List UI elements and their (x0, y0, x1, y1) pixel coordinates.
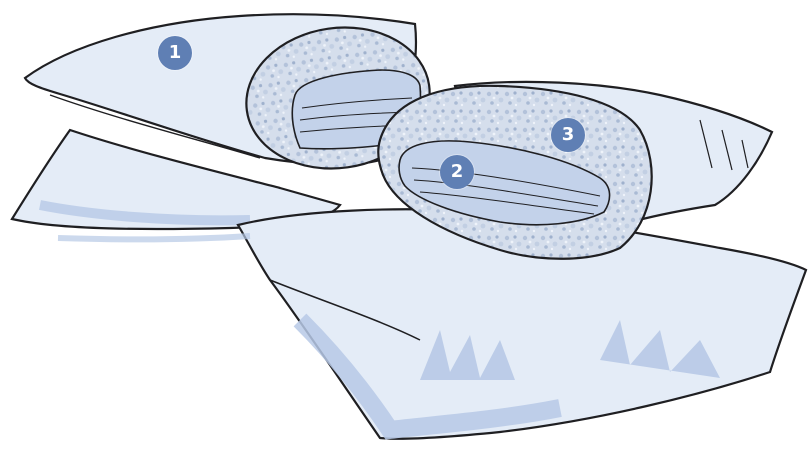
callout-1-badge: 1 (158, 36, 192, 70)
shadow-stroke (58, 236, 250, 239)
callout-3-badge: 3 (551, 118, 585, 152)
callout-2-badge: 2 (440, 155, 474, 189)
